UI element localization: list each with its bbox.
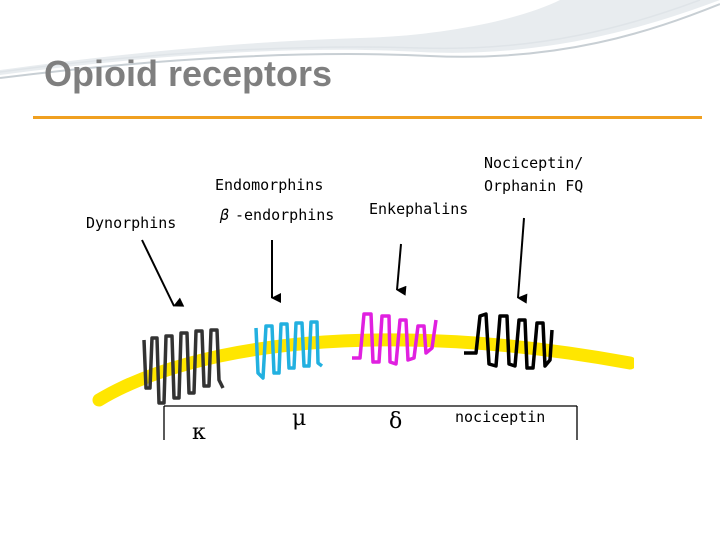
symbol-kappa: κ [192, 420, 206, 440]
arrow-nociceptin [517, 217, 528, 304]
label-beta-endorphins: -endorphins [235, 206, 334, 224]
symbol-delta: δ [389, 409, 402, 434]
label-dynorphins: Dynorphins [86, 214, 176, 232]
arrow-enkephalins [396, 243, 407, 296]
opioid-receptor-diagram: Dynorphins Endomorphins β -endorphins En… [86, 154, 634, 440]
header-swoosh-decoration [0, 0, 720, 79]
symbol-mu: μ [292, 406, 306, 431]
label-nociceptin-receptor: nociceptin [455, 408, 545, 426]
label-nociceptin: Nociceptin/ [484, 154, 583, 172]
title-underline [33, 116, 702, 119]
receptor-legend-box [163, 405, 578, 440]
nociceptin-receptor-shape [464, 312, 554, 370]
slide-title: Opioid receptors [44, 53, 333, 94]
label-beta-symbol: β [219, 206, 229, 224]
label-orphanin-fq: Orphanin FQ [484, 177, 583, 195]
kappa-receptor-shape [142, 328, 225, 405]
mu-receptor-shape [254, 320, 324, 380]
delta-receptor-shape [352, 312, 438, 366]
arrow-dynorphins [141, 239, 185, 307]
label-enkephalins: Enkephalins [369, 200, 468, 218]
label-endomorphins: Endomorphins [215, 176, 323, 194]
